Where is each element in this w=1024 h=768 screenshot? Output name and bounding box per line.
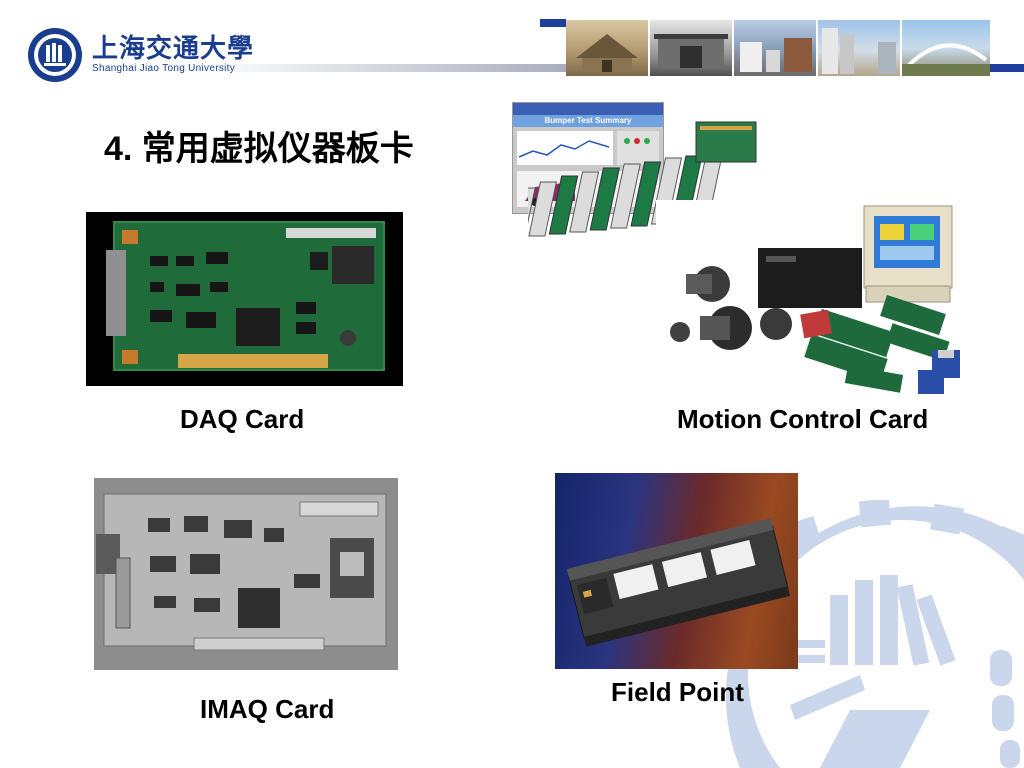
field-point-image bbox=[555, 473, 798, 669]
imaq-card-image bbox=[94, 478, 398, 670]
daq-card-image bbox=[86, 212, 403, 386]
campus-photo-2 bbox=[650, 20, 732, 76]
logo-text-chinese: 上海交通大學 bbox=[92, 34, 255, 64]
campus-photo-3 bbox=[734, 20, 816, 76]
daq-card-label: DAQ Card bbox=[180, 404, 305, 434]
logo-text-english: Shanghai Jiao Tong University bbox=[92, 63, 236, 74]
watermark-seal bbox=[725, 500, 1024, 768]
slide-title: 4. 常用虚拟仪器板卡 bbox=[104, 130, 414, 168]
imaq-card-label: IMAQ Card bbox=[200, 694, 335, 724]
university-seal-logo bbox=[28, 28, 82, 82]
motion-control-card-label: Motion Control Card bbox=[677, 404, 929, 434]
field-point-label: Field Point bbox=[611, 677, 744, 707]
motion-control-card-image bbox=[656, 200, 968, 396]
campus-photo-5 bbox=[902, 20, 990, 76]
campus-photo-4 bbox=[818, 20, 900, 76]
header-blue-bar-right bbox=[990, 64, 1024, 72]
campus-photo-1 bbox=[566, 20, 648, 76]
header-blue-bar-left bbox=[540, 19, 566, 27]
header-gradient-band bbox=[200, 64, 570, 72]
screen-title: Bumper Test Summary bbox=[513, 115, 663, 127]
